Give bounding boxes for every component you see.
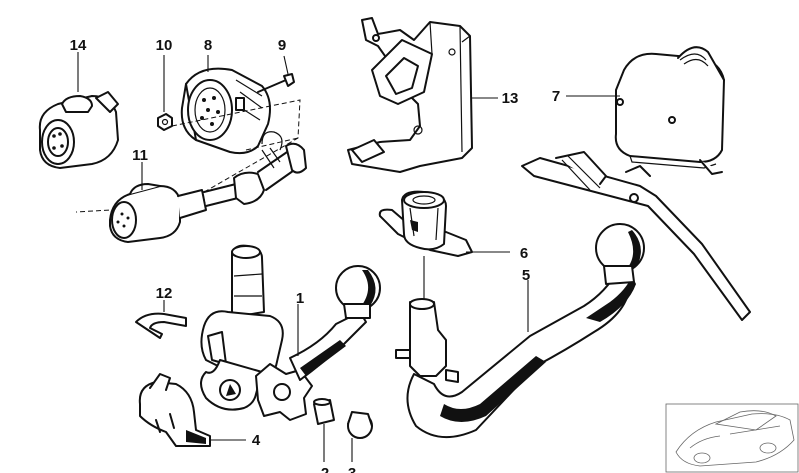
callout-1: 1 (296, 290, 304, 307)
screw-drawing (257, 73, 295, 93)
round-cap-drawing (347, 411, 373, 439)
callout-12: 12 (156, 285, 173, 302)
socket-housing-cover-drawing (614, 46, 725, 175)
detachable-tow-ball-drawing (200, 244, 381, 421)
support-bar-drawing (521, 151, 751, 321)
callout-9: 9 (278, 37, 286, 54)
callout-14: 14 (70, 37, 87, 54)
callout-13: 13 (502, 90, 519, 107)
plug-cover-drawing (138, 373, 211, 447)
callout-2: 2 (321, 465, 329, 473)
callout-6: 6 (520, 245, 528, 262)
vehicle-thumbnail (665, 403, 799, 473)
callout-7: 7 (552, 88, 560, 105)
cable-adapter-drawing (109, 131, 307, 243)
callout-8: 8 (204, 37, 212, 54)
callout-10: 10 (156, 37, 173, 54)
adapter-plug-drawing (38, 91, 119, 169)
bushing-drawing (313, 398, 335, 425)
trailer-socket-drawing (180, 67, 271, 155)
leader-9 (283, 55, 289, 75)
callout-11: 11 (132, 147, 148, 164)
callout-3: 3 (348, 465, 356, 473)
tow-hitch-ball-bar-drawing (395, 223, 645, 439)
retaining-clip-drawing (135, 312, 187, 339)
nut-drawing (157, 113, 173, 131)
callout-5: 5 (522, 267, 530, 284)
callout-4: 4 (252, 432, 261, 449)
mounting-bracket-drawing (347, 17, 473, 173)
ball-socket-mount-drawing (378, 190, 473, 257)
